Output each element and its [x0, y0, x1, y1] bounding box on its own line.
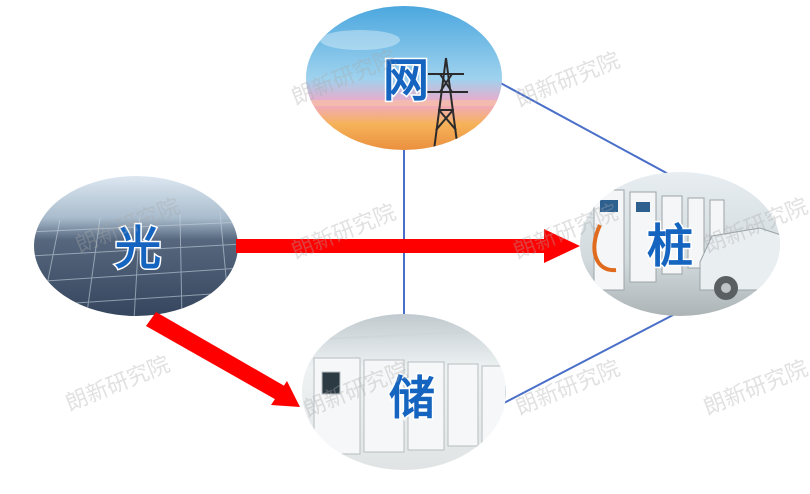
node-grid: 网 — [306, 6, 502, 150]
battery-cabinet-icon — [302, 329, 506, 455]
transmission-tower-icon — [424, 57, 468, 150]
connector-lines — [403, 79, 676, 406]
line-storage-charger — [499, 313, 676, 406]
node-solar-label: 光 — [115, 221, 161, 275]
car-icon — [699, 227, 780, 300]
arrow-solar-to-charger — [236, 229, 580, 263]
node-charger-label: 桩 — [647, 219, 693, 273]
line-grid-charger — [494, 79, 673, 177]
arrow-solar-to-storage — [146, 312, 300, 407]
charging-station-icon — [592, 189, 725, 291]
node-storage-label: 储 — [389, 371, 435, 425]
node-storage: 储 — [302, 314, 506, 470]
node-charger: 桩 — [580, 172, 780, 316]
node-solar: 光 — [34, 176, 238, 316]
node-grid-label: 网 — [383, 53, 429, 107]
